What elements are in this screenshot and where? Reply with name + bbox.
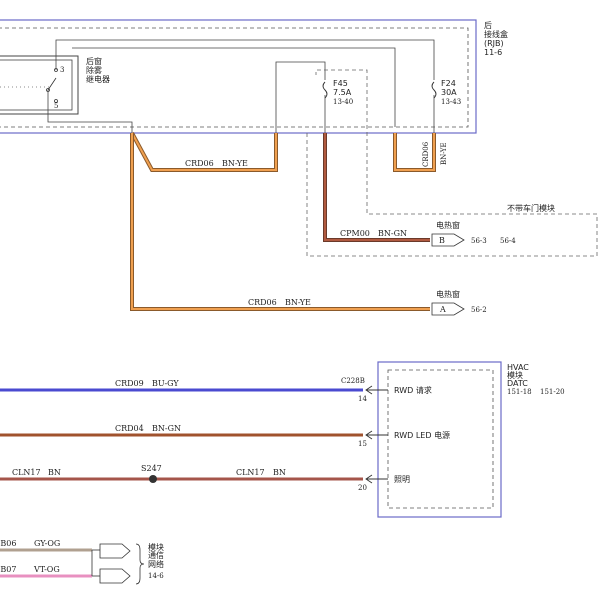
wire-cln17-left-color: BN	[48, 468, 61, 477]
rjb-label-line1: 后	[484, 20, 492, 30]
hvac-label-line1: HVAC	[507, 363, 529, 372]
wire-db06-color: GY-OG	[34, 539, 60, 548]
splice-s247-dot	[149, 475, 157, 483]
wire-cpm00-inner	[324, 133, 430, 241]
heated-window-a-ref: 56-2	[471, 306, 487, 314]
network-label-line2: 通信	[148, 550, 164, 560]
wire-db06-label: DB06	[0, 539, 16, 548]
rjb-internal-wire-top	[55, 39, 435, 80]
no-door-module-label: 不带车门模块	[507, 203, 555, 213]
rjb-internal-wire-relay5	[47, 90, 133, 133]
connector-b	[431, 233, 465, 247]
wire-crd09-label: CRD09	[115, 379, 144, 388]
no-door-module-dashed	[306, 69, 598, 257]
relay-pin-3: 3	[60, 66, 64, 74]
fuse-f45-ref: 13-40	[333, 98, 353, 106]
rjb-internal-wire-mid	[275, 61, 326, 133]
hvac-label-line2: 模块	[507, 370, 523, 380]
relay-label-line3: 继电器	[86, 74, 110, 84]
rjb-box	[0, 19, 477, 134]
relay-box	[0, 55, 79, 115]
wire-db07-label: DB07	[0, 565, 16, 574]
wire-crd04-label: CRD04	[115, 424, 144, 433]
rjb-label-line3: (RJB)	[484, 39, 504, 48]
wire-cln17-left-label: CLN17	[12, 468, 41, 477]
fuse-f45-id: F45	[333, 79, 348, 88]
wire-crd06-bottom-label: CRD06	[248, 298, 277, 307]
wire-crd06-right-inner	[394, 133, 435, 171]
hvac-box	[377, 361, 502, 518]
network-ref: 14-6	[148, 572, 164, 580]
rjb-label-line2: 接线盒	[484, 29, 508, 39]
wire-cpm00	[323, 133, 430, 242]
wire-crd06-bottom-inner	[131, 133, 430, 310]
wire-crd06-top-color: BN-YE	[222, 159, 248, 168]
hvac-pin15-arrow	[365, 430, 388, 440]
hvac-label-line3: DATC	[507, 379, 528, 388]
wire-crd04-color: BN-GN	[152, 424, 181, 433]
heated-window-a-label: 电热窗	[436, 289, 460, 299]
relay-inner-box	[0, 59, 73, 111]
fuse-f45-icon	[322, 81, 328, 99]
relay-label-line2: 除雾	[86, 65, 102, 75]
hvac-ref2: 151-20	[540, 388, 565, 396]
fuse-f24-ref: 13-43	[441, 98, 461, 106]
wire-crd06-bottom	[130, 133, 430, 311]
wire-crd06-bottom-color: BN-YE	[285, 298, 311, 307]
fuse-f24-rating: 30A	[441, 88, 457, 97]
rjb-inner-dashed	[0, 27, 469, 128]
rjb-internal-wire-left	[72, 47, 396, 127]
relay-contact-5	[54, 99, 58, 103]
hvac-pin-20-label: 照明	[394, 475, 410, 484]
connector-a	[431, 302, 465, 316]
wire-crd09-color: BU-GY	[152, 379, 179, 388]
fuse-f24-icon	[431, 81, 437, 99]
heated-window-b-pin: B	[439, 236, 445, 245]
heated-window-b-ref1: 56-3	[471, 237, 487, 245]
wire-crd06-right-color: BN-YE	[440, 142, 448, 165]
hvac-pin-15: 15	[358, 440, 367, 448]
wire-cpm00-label: CPM00	[340, 229, 370, 238]
heated-window-a-pin: A	[439, 305, 446, 314]
hvac-ref1: 151-18	[507, 388, 532, 396]
network-brace	[135, 543, 145, 585]
wire-crd06-top-label: CRD06	[185, 159, 214, 168]
hvac-pin-20: 20	[358, 484, 367, 492]
hvac-pin-15-label: RWD LED 电源	[394, 430, 450, 440]
wire-cln17-right-label: CLN17	[236, 468, 265, 477]
hvac-pin-14: 14	[358, 395, 367, 403]
network-label-line1: 模块	[148, 542, 164, 552]
splice-s247-label: S247	[141, 464, 162, 473]
hvac-connector: C228B	[341, 377, 365, 385]
hvac-pin-14-label: RWD 请求	[394, 385, 432, 395]
wire-db07-color: VT-OG	[33, 565, 60, 574]
fuse-f45-rating: 7.5A	[333, 88, 352, 97]
wire-cpm00-color: BN-GN	[378, 229, 407, 238]
wire-crd06-top-inner	[131, 132, 277, 171]
network-label-line3: 网络	[148, 559, 164, 569]
hvac-pin14-arrow	[365, 385, 388, 395]
hvac-inner-dashed	[387, 369, 494, 509]
relay-label-line1: 后窗	[86, 56, 102, 66]
relay-switch-arm	[47, 77, 57, 91]
relay-pin-5: 5	[54, 102, 58, 110]
heated-window-b-label: 电热窗	[436, 220, 460, 230]
rjb-ref: 11-6	[484, 48, 502, 57]
hvac-pin20-arrow	[365, 474, 388, 484]
wire-crd06-right-label: CRD06	[422, 141, 430, 167]
network-connector-1	[99, 543, 131, 559]
heated-window-b-ref2: 56-4	[500, 237, 516, 245]
fuse-f24-id: F24	[441, 79, 456, 88]
network-connector-2	[99, 568, 131, 584]
wire-cln17-right-color: BN	[273, 468, 286, 477]
